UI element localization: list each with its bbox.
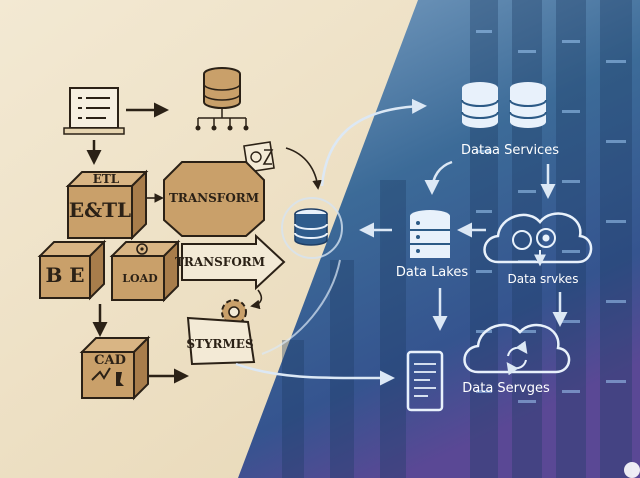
bottom-cloud-icon bbox=[463, 323, 571, 374]
report-device-icon bbox=[406, 350, 444, 412]
etl-cube bbox=[65, 169, 149, 241]
arrow-transform-to-gear bbox=[250, 289, 263, 310]
cloud-icon bbox=[483, 212, 593, 264]
cad-cube bbox=[79, 335, 151, 401]
sync-icon bbox=[512, 228, 556, 267]
styrmes-box-label: STYRMES bbox=[186, 337, 253, 351]
services-database-icon bbox=[461, 82, 547, 128]
bottom-services-label: Data Servges bbox=[462, 381, 550, 396]
hub-database-icon bbox=[294, 208, 328, 246]
hub-ring bbox=[281, 197, 343, 259]
transform-arrow bbox=[181, 233, 286, 291]
document-monitor-icon bbox=[63, 87, 125, 135]
arrow-sign-to-db bbox=[285, 147, 322, 190]
services-label: Dataa Services bbox=[461, 143, 559, 158]
arrow-hub-to-services bbox=[320, 98, 427, 187]
transform-box bbox=[163, 161, 265, 237]
load-cube bbox=[109, 239, 181, 303]
bottom-sync-icon bbox=[506, 340, 528, 376]
load-gear-icon bbox=[136, 243, 148, 255]
arrow-to-bottom-doc bbox=[235, 362, 395, 386]
sketch-database-icon bbox=[195, 67, 249, 131]
transform-arrow-label: TRANSFORM bbox=[175, 255, 265, 269]
b-cube-label: B E bbox=[45, 263, 84, 287]
light-glow bbox=[624, 462, 640, 478]
data-lakes-server-icon bbox=[410, 210, 450, 258]
curve-hub-lower bbox=[261, 259, 341, 355]
b-cube bbox=[37, 239, 107, 301]
data-lakes-label: Data Lakes bbox=[396, 265, 468, 280]
arrow-services-to-lakes bbox=[424, 160, 453, 195]
load-cube-label: LOAD bbox=[122, 272, 158, 285]
etl-cube-front-label: E&TL bbox=[69, 198, 131, 222]
transform-box-label: TRANSFORM bbox=[169, 191, 259, 205]
styrmes-box bbox=[186, 316, 256, 366]
cloud-label: Data srvkes bbox=[508, 272, 579, 286]
cad-cube-label: CAD bbox=[94, 353, 126, 368]
etl-cube-top-label: ETL bbox=[93, 172, 120, 186]
